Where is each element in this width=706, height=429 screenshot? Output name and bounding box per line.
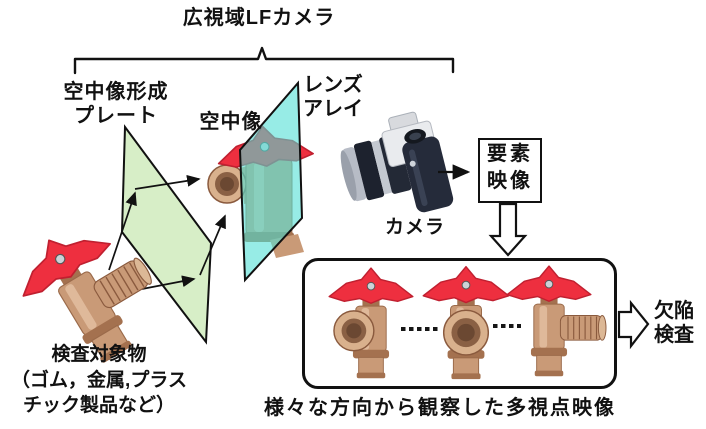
aerial-image-label: 空中像 [199,111,263,133]
element-image-box [478,138,542,203]
wide-lf-camera-title: 広視域LFカメラ [182,7,336,29]
aerial-image-forming-plate [120,124,213,345]
multiview-caption: 様々な方向から観察した多視点映像 [264,397,616,419]
lens-array-label: レンズ アレイ [303,74,363,121]
wide-lf-camera-bracket [73,46,455,75]
inspection-target-label: 検査対象物 （ゴム，金属,プラス チック製品など） [11,344,187,417]
light-ray-arrows [108,174,226,290]
camera-label: カメラ [384,217,445,238]
camera-photo-icon [340,111,454,213]
plate-label: 空中像形成 プレート [63,81,169,128]
element-to-multiview-arrow [488,202,528,257]
multiview-box [302,258,617,389]
aerial-image-valve-photo [207,120,315,258]
multiview-to-defect-arrow [617,299,650,350]
defect-inspection-label: 欠陥 検査 [654,300,694,347]
element-image-label: 要素 映像 [487,143,533,192]
